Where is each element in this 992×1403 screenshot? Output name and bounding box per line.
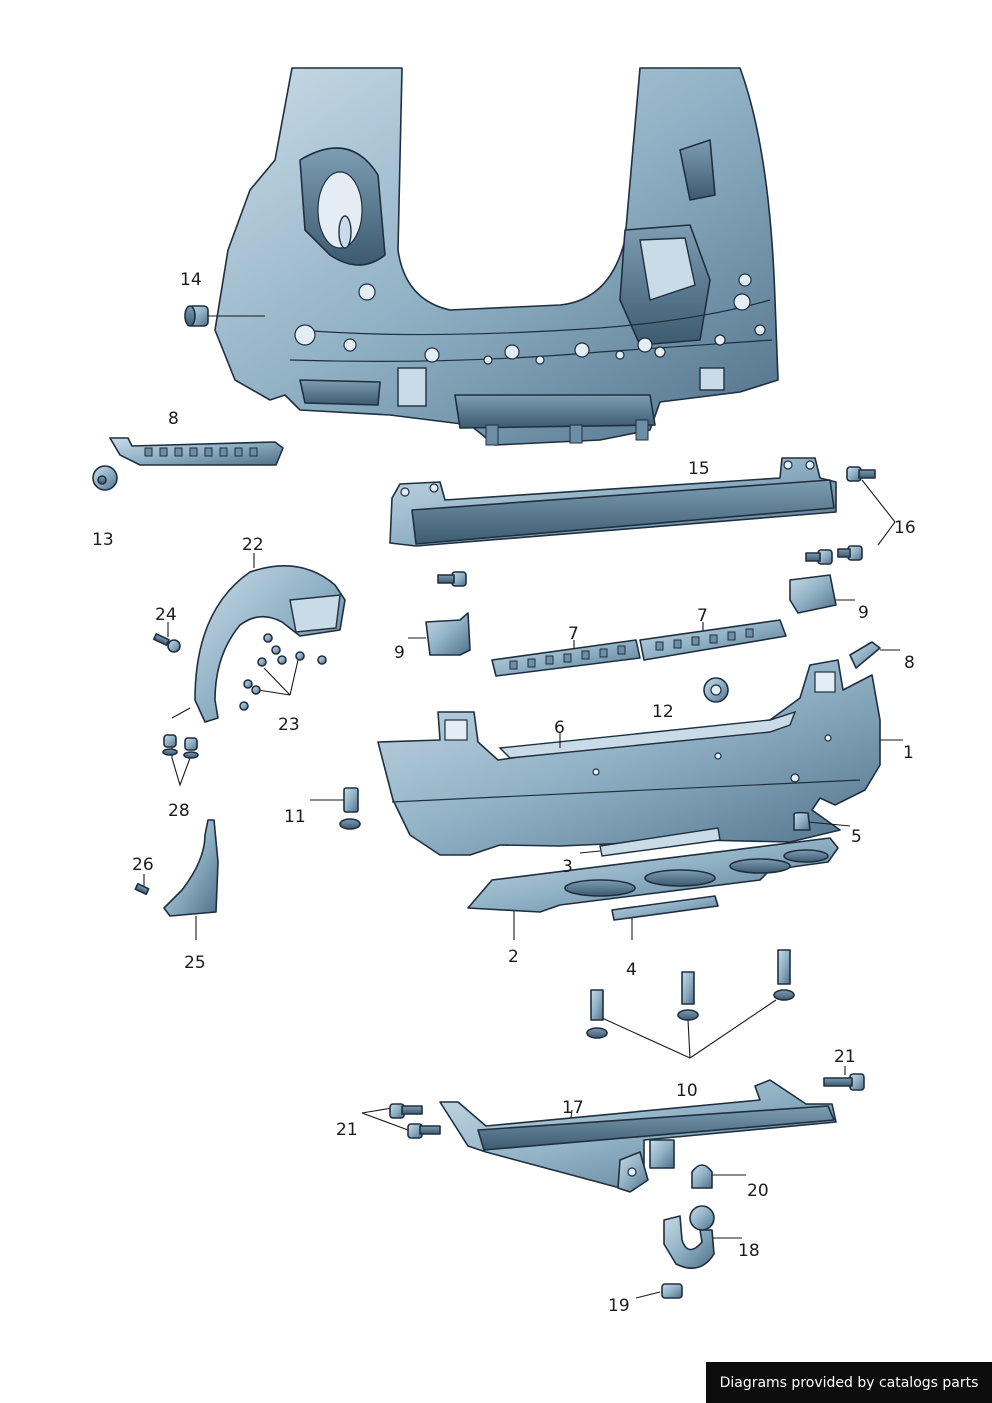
part-25-mud-flap bbox=[163, 819, 219, 940]
part-9-left-bracket bbox=[408, 612, 471, 656]
part-16-bolts bbox=[805, 466, 896, 565]
part-15-impact-bar bbox=[389, 457, 837, 547]
rear-body-panel bbox=[214, 67, 779, 446]
part-18-tow-ball bbox=[663, 1205, 742, 1270]
part-19-nut bbox=[635, 1283, 683, 1299]
part-9-right-bracket bbox=[789, 574, 855, 614]
callout-26: 26 bbox=[132, 855, 154, 875]
part-4-lower-strip bbox=[611, 895, 719, 940]
callout-28: 28 bbox=[168, 801, 190, 821]
callout-21b: 21 bbox=[834, 1047, 856, 1067]
callout-8b: 8 bbox=[904, 653, 915, 673]
callout-1: 1 bbox=[903, 743, 914, 763]
part-17-towing-bracket bbox=[439, 1079, 837, 1193]
callout-2: 2 bbox=[508, 947, 519, 967]
callout-17: 17 bbox=[562, 1098, 584, 1118]
callout-7b: 7 bbox=[697, 606, 708, 626]
part-13-clip bbox=[92, 465, 118, 491]
callout-3: 3 bbox=[562, 857, 573, 877]
part-bolt-small bbox=[437, 571, 467, 587]
part-23-screws bbox=[239, 633, 327, 711]
callout-15: 15 bbox=[688, 459, 710, 479]
callout-12: 12 bbox=[652, 702, 674, 722]
part-26-screw bbox=[134, 874, 150, 896]
part-22-wheel-housing-liner bbox=[194, 553, 346, 723]
part-21-bolts bbox=[361, 1066, 865, 1139]
callout-22: 22 bbox=[242, 535, 264, 555]
callout-9b: 9 bbox=[858, 603, 869, 623]
part-24-screw bbox=[152, 622, 181, 653]
callout-4: 4 bbox=[626, 960, 637, 980]
part-8-right-guide bbox=[849, 641, 900, 669]
part-20-cap bbox=[691, 1164, 746, 1189]
callout-8a: 8 bbox=[168, 409, 179, 429]
part-8-left-guide-bracket bbox=[109, 437, 284, 466]
part-7-guide-rails bbox=[491, 619, 787, 677]
part-5-cap bbox=[793, 811, 851, 831]
part-14-grommet bbox=[184, 305, 265, 327]
callout-21a: 21 bbox=[336, 1120, 358, 1140]
callout-14: 14 bbox=[180, 270, 202, 290]
credit-banner: Diagrams provided by catalogs parts bbox=[706, 1362, 992, 1403]
callout-23: 23 bbox=[278, 715, 300, 735]
part-1-bumper-cover bbox=[377, 659, 903, 856]
part-3-reflector bbox=[579, 827, 721, 857]
callout-labels: 1 2 3 4 5 6 7 7 8 8 9 9 10 11 12 13 14 1… bbox=[92, 270, 916, 1316]
callout-18: 18 bbox=[738, 1241, 760, 1261]
part-11-clip bbox=[310, 787, 361, 830]
part-10-studs bbox=[586, 949, 795, 1059]
callout-7a: 7 bbox=[568, 624, 579, 644]
callout-20: 20 bbox=[747, 1181, 769, 1201]
callout-5: 5 bbox=[851, 827, 862, 847]
callout-13: 13 bbox=[92, 530, 114, 550]
callout-10: 10 bbox=[676, 1081, 698, 1101]
part-12-grommet bbox=[703, 677, 729, 703]
part-2-diffuser bbox=[467, 837, 839, 940]
callout-19: 19 bbox=[608, 1296, 630, 1316]
callout-16: 16 bbox=[894, 518, 916, 538]
part-28-clips bbox=[162, 707, 199, 787]
callout-24: 24 bbox=[155, 605, 177, 625]
callout-25: 25 bbox=[184, 953, 206, 973]
callout-11: 11 bbox=[284, 807, 306, 827]
callout-9a: 9 bbox=[394, 643, 405, 663]
callout-6: 6 bbox=[554, 718, 565, 738]
